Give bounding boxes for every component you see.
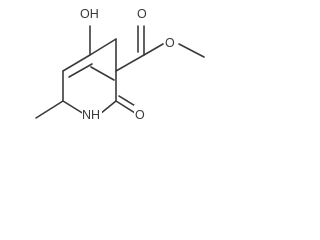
ester-oxygen-label: O (165, 36, 175, 50)
ester-o-bg (164, 34, 177, 52)
nh-label-bg (82, 105, 102, 123)
ring-carbonyl-oxygen-label: O (135, 108, 145, 122)
bond-c6-n (62, 100, 85, 115)
bond-c4-c5 (62, 54, 91, 72)
bond-n-c2 (99, 100, 117, 115)
bond-ccarb-oester (143, 43, 164, 56)
nh-label: NH (82, 108, 100, 122)
oh-label-bg (79, 4, 103, 22)
carbonyl-o-bg (136, 4, 148, 22)
bond-c4-c5-inner (68, 63, 93, 78)
bond-c4-c3-dbl (90, 66, 115, 81)
bond-c2-o (115, 100, 136, 114)
ester-carbonyl-oxygen-label: O (137, 7, 147, 21)
bonds (35, 25, 205, 119)
hydroxyl-label: OH (80, 7, 99, 21)
atom-labels: OH O O NH O (79, 4, 177, 123)
ring-carbonyl-o-bg (134, 105, 148, 123)
bond-c6-methyl (35, 100, 64, 119)
bond-oester-methyl (178, 43, 205, 58)
bond-c4-c3 (89, 38, 117, 56)
bond-c3-ccarb (115, 54, 145, 72)
structure-diagram: OH O O NH O (35, 4, 205, 123)
